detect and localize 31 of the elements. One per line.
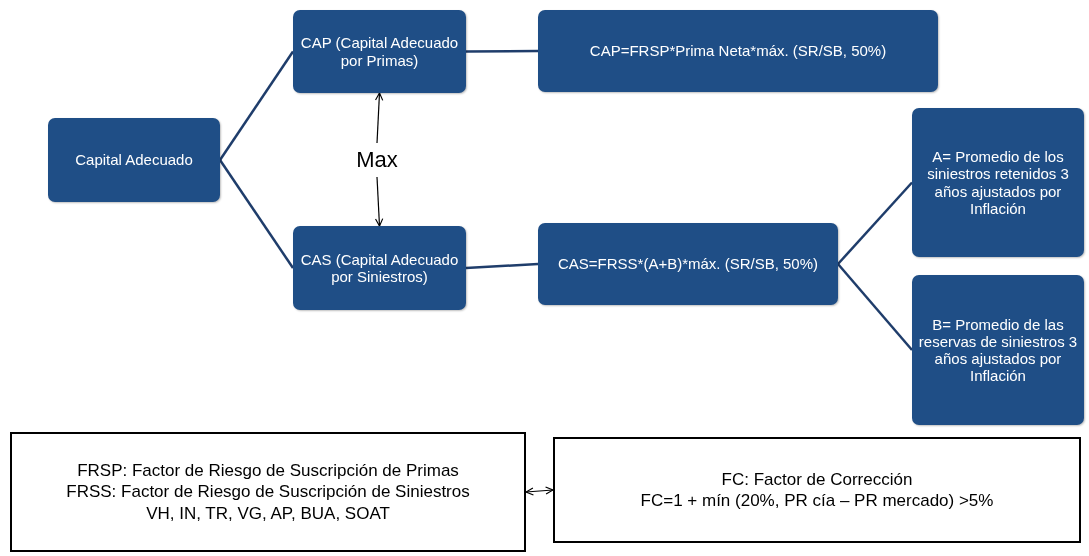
- process-box: [293, 226, 466, 310]
- arrow: [374, 92, 384, 144]
- box-label: Capital Adecuado: [75, 151, 193, 169]
- process-box: [48, 118, 220, 202]
- connector-line: [218, 50, 295, 161]
- note-box: [10, 432, 526, 552]
- note-text: FRSP: Factor de Riesgo de Suscripción de Primas: [77, 460, 459, 482]
- connector-line: [218, 159, 295, 269]
- box-label: A= Promedio de los siniestros retenidos 3 años ajustados por Inflación: [926, 148, 1070, 217]
- box-label: CAS (Capital Adecuado por Siniestros): [299, 250, 460, 286]
- box-label: CAS=FRSS*(A+B)*máx. (SR/SB, 50%): [557, 255, 819, 273]
- connector-line: [466, 49, 538, 53]
- connector-line: [837, 263, 913, 351]
- note-box: [553, 437, 1081, 543]
- connector-line: [465, 262, 539, 270]
- process-box: [293, 10, 466, 93]
- note-text: FC: Factor de Corrección: [721, 468, 913, 490]
- note-text: FRSS: Factor de Riesgo de Suscripción de Siniestros: [66, 481, 470, 503]
- arrow: [525, 486, 554, 496]
- note-text: FC=1 + mín (20%, PR cía – PR mercado) >5%: [640, 490, 994, 512]
- process-box: [538, 10, 938, 92]
- box-label: CAP=FRSP*Prima Neta*máx. (SR/SB, 50%): [589, 42, 887, 60]
- process-box: [538, 223, 838, 305]
- box-label: B= Promedio de las reservas de siniestros 3 años ajustados por Inflación: [917, 315, 1079, 385]
- arrow: [374, 176, 384, 227]
- process-box: [912, 275, 1084, 425]
- connector-line: [837, 181, 913, 265]
- note-text: VH, IN, TR, VG, AP, BUA, SOAT: [146, 502, 390, 524]
- max-label: Max: [352, 143, 402, 177]
- box-label: CAP (Capital Adecuado por Primas): [299, 34, 460, 69]
- process-box: [912, 108, 1084, 257]
